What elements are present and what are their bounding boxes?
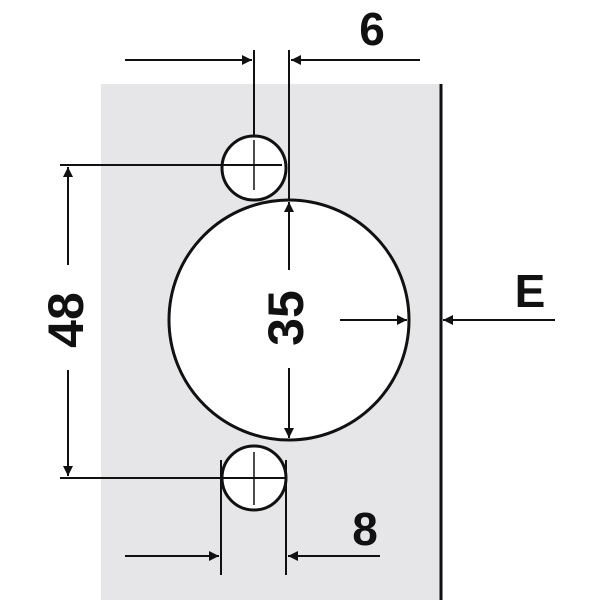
- top-offset-label: 6: [359, 3, 385, 55]
- hole-spacing-label: 48: [38, 292, 94, 348]
- cup-diameter-label: 35: [258, 290, 314, 346]
- cup-hole: [167, 198, 411, 442]
- hole-offset-label: 8: [352, 503, 378, 555]
- edge-distance-label: E: [515, 265, 546, 317]
